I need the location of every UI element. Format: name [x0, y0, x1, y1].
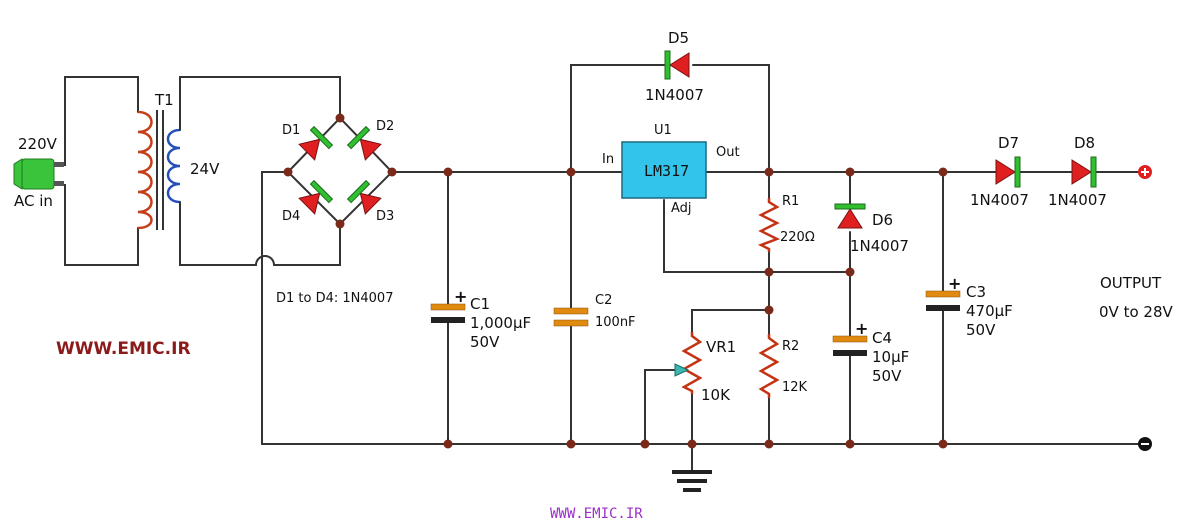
c4-value-label: 10µF — [872, 348, 909, 366]
diode-d3 — [346, 179, 382, 215]
vr1-ref-label: VR1 — [706, 338, 736, 356]
resistor-r1 — [757, 198, 781, 252]
regulator-part-label: LM317 — [644, 162, 689, 180]
r1-ref-label: R1 — [782, 194, 799, 209]
transformer-ref-label: T1 — [154, 91, 174, 109]
capacitor-c1 — [430, 303, 466, 323]
diode-d5 — [664, 50, 690, 80]
c4-voltage-label: 50V — [872, 367, 902, 385]
d5-ref-label: D5 — [668, 29, 689, 47]
d2-label: D2 — [376, 119, 394, 134]
ground-icon — [672, 470, 712, 492]
regulator-out-label: Out — [716, 145, 740, 160]
regulator-in-label: In — [602, 152, 614, 167]
diode-d7 — [995, 156, 1021, 188]
d5-part-label: 1N4007 — [645, 86, 704, 104]
capacitor-c2 — [553, 307, 589, 327]
wiper-arrow-icon — [674, 363, 690, 377]
d8-ref-label: D8 — [1074, 134, 1095, 152]
regulator-adj-label: Adj — [671, 201, 692, 216]
r1-value-label: 220Ω — [780, 230, 815, 245]
potentiometer-vr1 — [681, 332, 703, 394]
diode-d6 — [834, 203, 866, 229]
regulator-lm317 — [621, 141, 707, 199]
output-range: 0V to 28V — [1099, 303, 1173, 321]
positive-terminal-icon — [1138, 165, 1152, 179]
c3-voltage-label: 50V — [966, 321, 996, 339]
footer-website-label: WWW.EMIC.IR — [550, 506, 643, 522]
d6-ref-label: D6 — [872, 211, 893, 229]
output-title: OUTPUT — [1100, 274, 1162, 292]
diode-d4 — [298, 179, 334, 215]
vr1-value-label: 10K — [701, 386, 731, 404]
input-voltage-label: 220V — [18, 135, 58, 153]
regulator-ref-label: U1 — [654, 123, 672, 138]
diode-d2 — [346, 125, 382, 161]
junction-nodes — [283, 113, 948, 449]
d1-label: D1 — [282, 123, 300, 138]
c2-value-label: 100nF — [595, 315, 636, 330]
c4-ref-label: C4 — [872, 329, 892, 347]
c1-plus: + — [454, 287, 467, 306]
d8-part-label: 1N4007 — [1048, 191, 1107, 209]
c2-ref-label: C2 — [595, 293, 612, 308]
website-label: WWW.EMIC.IR — [56, 339, 191, 359]
d6-part-label: 1N4007 — [850, 237, 909, 255]
c1-ref-label: C1 — [470, 295, 490, 313]
bridge-note: D1 to D4: 1N4007 — [276, 291, 393, 306]
d4-label: D4 — [282, 209, 300, 224]
resistor-r2 — [758, 334, 780, 398]
ac-plug-icon — [13, 158, 64, 190]
d7-part-label: 1N4007 — [970, 191, 1029, 209]
c3-ref-label: C3 — [966, 283, 986, 301]
capacitor-c4 — [832, 335, 868, 356]
c3-plus: + — [948, 274, 961, 293]
d3-label: D3 — [376, 209, 394, 224]
c1-value-label: 1,000µF — [470, 314, 531, 332]
d7-ref-label: D7 — [998, 134, 1019, 152]
c4-plus: + — [855, 319, 868, 338]
negative-terminal-icon — [1138, 437, 1152, 451]
r2-ref-label: R2 — [782, 339, 799, 354]
wires — [47, 64, 1139, 471]
r2-value-label: 12K — [782, 380, 808, 395]
diode-d8 — [1071, 156, 1097, 188]
transformer-secondary-label: 24V — [190, 160, 220, 178]
diode-d1 — [298, 125, 334, 161]
c1-voltage-label: 50V — [470, 333, 500, 351]
c3-value-label: 470µF — [966, 302, 1013, 320]
capacitor-c3 — [925, 290, 961, 311]
transformer-t1 — [137, 110, 181, 230]
ac-in-label: AC in — [14, 192, 53, 210]
